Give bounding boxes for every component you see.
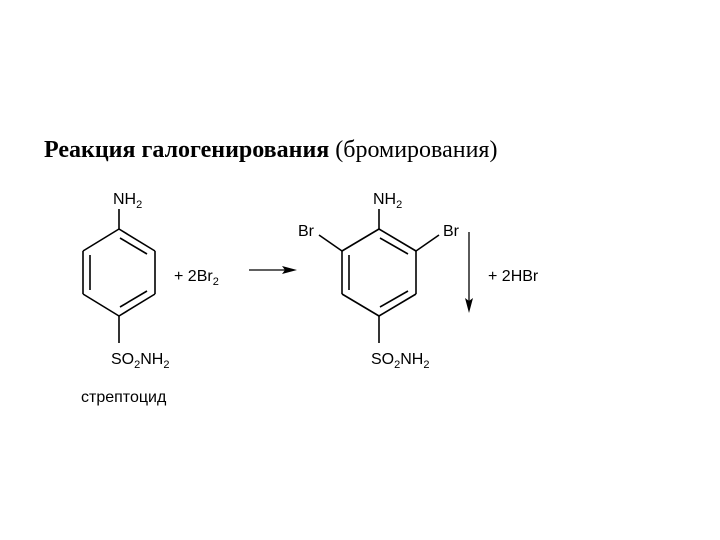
reactant-ring-bond — [82, 293, 120, 317]
product-ring-bond — [341, 293, 380, 317]
reactant-ring-inner-bond — [119, 237, 148, 255]
reactant-ring-inner-bond — [119, 290, 148, 308]
product-ring-bond — [378, 228, 417, 252]
title-bold-part: Реакция галогенирования — [44, 137, 330, 163]
product-sulfonamide-group: SO2NH2 — [371, 351, 429, 371]
reactant-name: стрептоцид — [81, 389, 167, 406]
product-benzene-ring — [318, 209, 440, 343]
product-left-bromine: Br — [298, 223, 315, 240]
product-right-br-bond — [415, 234, 440, 252]
precipitate-arrow-head — [465, 298, 473, 313]
product-ring-bond — [378, 293, 417, 317]
reactant-amino-group: NH2 — [113, 191, 142, 211]
slide-title: Реакция галогенирования (бромирования) — [44, 136, 497, 164]
reactant-ring-bond — [82, 228, 120, 252]
reactant-benzene-ring — [82, 209, 156, 343]
reactant-ring-bond — [118, 293, 156, 317]
product-amino-group: NH2 — [373, 191, 402, 211]
product-left-br-bond — [318, 234, 343, 252]
precipitate-arrow — [465, 232, 473, 313]
product-ring-inner-bond — [379, 290, 409, 308]
product-ring-inner-bond — [379, 237, 409, 255]
product-ring-bond — [341, 228, 380, 252]
reaction-arrow — [249, 266, 297, 274]
title-regular-part: (бромирования) — [335, 137, 498, 163]
reactant-ring-bond — [118, 228, 156, 252]
reaction-arrow-head — [282, 266, 297, 274]
reactant-sulfonamide-group: SO2NH2 — [111, 351, 169, 371]
product-right-bromine: Br — [443, 223, 460, 240]
byproduct-label: + 2HBr — [488, 268, 539, 285]
reagent-label: + 2Br2 — [174, 268, 219, 288]
